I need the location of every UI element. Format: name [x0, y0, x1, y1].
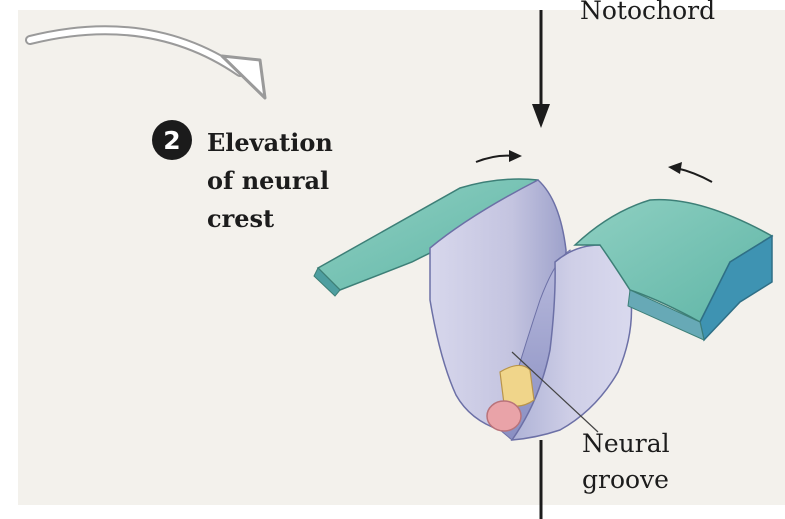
notochord-arrow [532, 10, 550, 128]
step-title-line-1: Elevation [207, 124, 333, 162]
step-title-line-3: crest [207, 200, 333, 238]
notochord-shape [487, 401, 521, 431]
notochord-label: Notochord [580, 0, 715, 25]
step-title-line-2: of neural [207, 162, 333, 200]
process-arrow [30, 30, 265, 98]
step-title: Elevation of neural crest [207, 124, 333, 238]
neural-groove-label-line-1: Neural [582, 426, 670, 462]
neural-crest-cells [500, 365, 534, 406]
neural-groove-label: Neural groove [582, 426, 670, 498]
fold-direction-arrow-left [476, 150, 522, 162]
neural-groove-label-line-2: groove [582, 462, 670, 498]
step-number-badge: 2 [152, 120, 192, 160]
fold-direction-arrow-right [668, 162, 712, 182]
